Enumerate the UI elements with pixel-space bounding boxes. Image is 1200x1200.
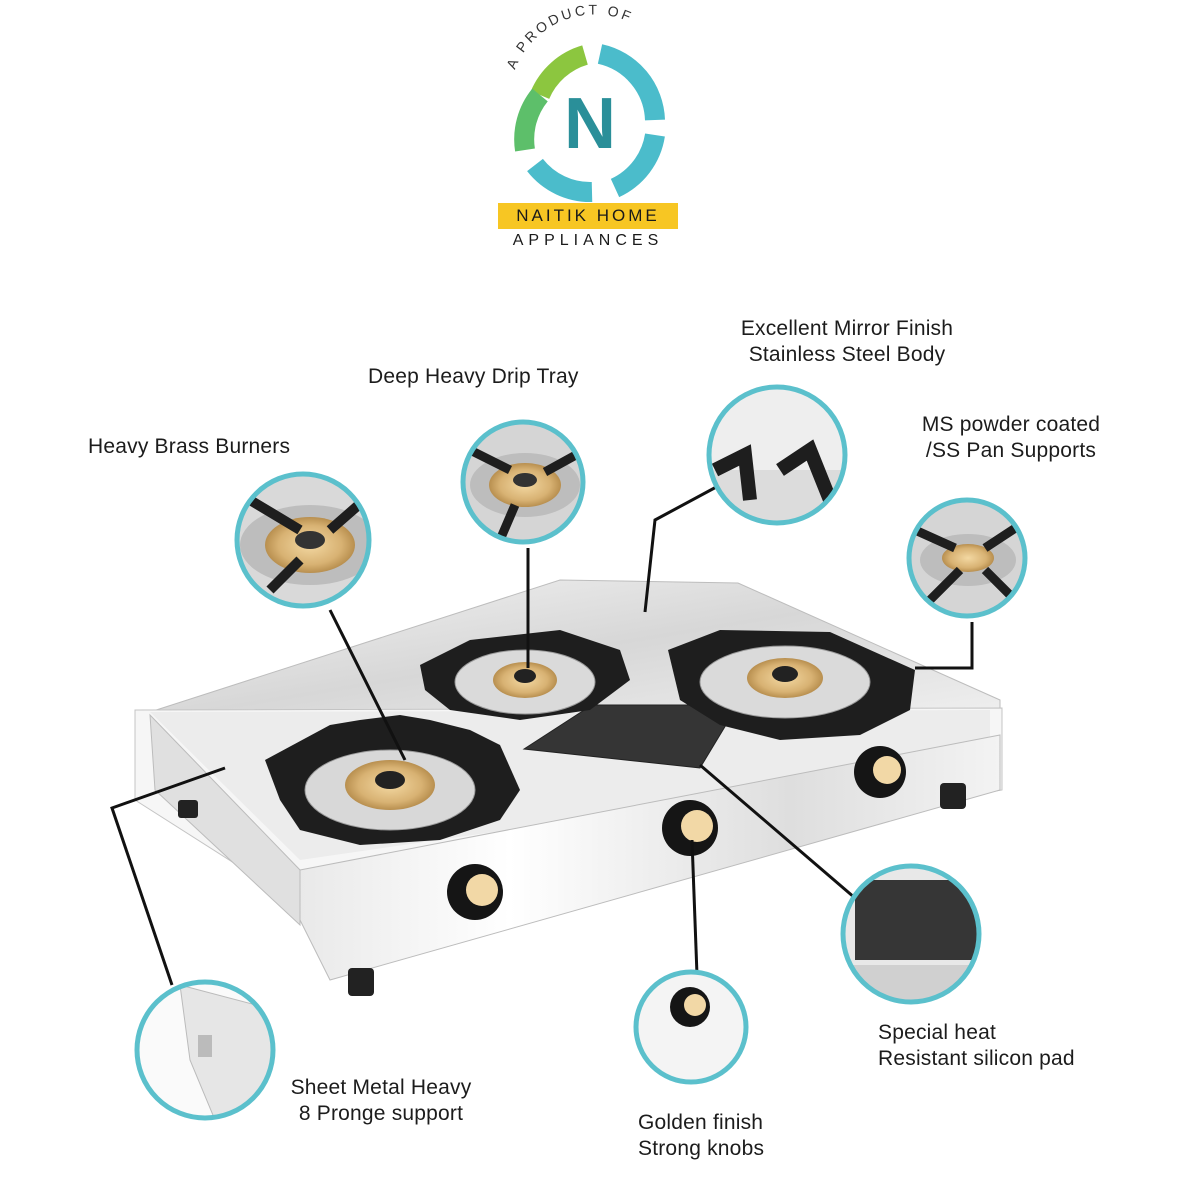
- knob-left: [447, 864, 503, 920]
- detail-drip-tray: [460, 419, 586, 545]
- label-silicon-pad: Special heat Resistant silicon pad: [878, 1021, 1075, 1070]
- label-knobs: Golden finish Strong knobs: [638, 1111, 765, 1160]
- burner-right: [668, 630, 915, 740]
- callout-lines: [110, 483, 974, 986]
- brand-logo: N A PRODUCT OF: [503, 1, 665, 202]
- label-pan-supports: MS powder coated /SS Pan Supports: [921, 413, 1101, 462]
- detail-sheet-metal: [134, 979, 276, 1121]
- brand-name-line1: NAITIK HOME: [516, 206, 660, 225]
- knob-middle: [662, 800, 718, 856]
- detail-pan-support: [906, 497, 1028, 619]
- gas-stove: [134, 579, 1003, 996]
- knob-right: [854, 746, 906, 798]
- label-mirror-finish: Excellent Mirror Finish Stainless Steel …: [740, 317, 954, 366]
- burner-left: [265, 715, 520, 845]
- burner-middle: [420, 630, 630, 720]
- detail-knob: [633, 969, 749, 1085]
- detail-brass-burner: [234, 471, 372, 609]
- brand-name-band: [498, 203, 678, 229]
- brand-name-line2: APPLIANCES: [512, 232, 664, 249]
- label-sheet-metal: Sheet Metal Heavy 8 Pronge support: [290, 1076, 472, 1125]
- detail-mirror-body: [706, 384, 848, 526]
- label-drip-tray: Deep Heavy Drip Tray: [368, 365, 579, 388]
- label-brass-burners: Heavy Brass Burners: [88, 435, 291, 458]
- logo-letter: N: [564, 84, 616, 164]
- detail-silicon-pad: [840, 863, 982, 1005]
